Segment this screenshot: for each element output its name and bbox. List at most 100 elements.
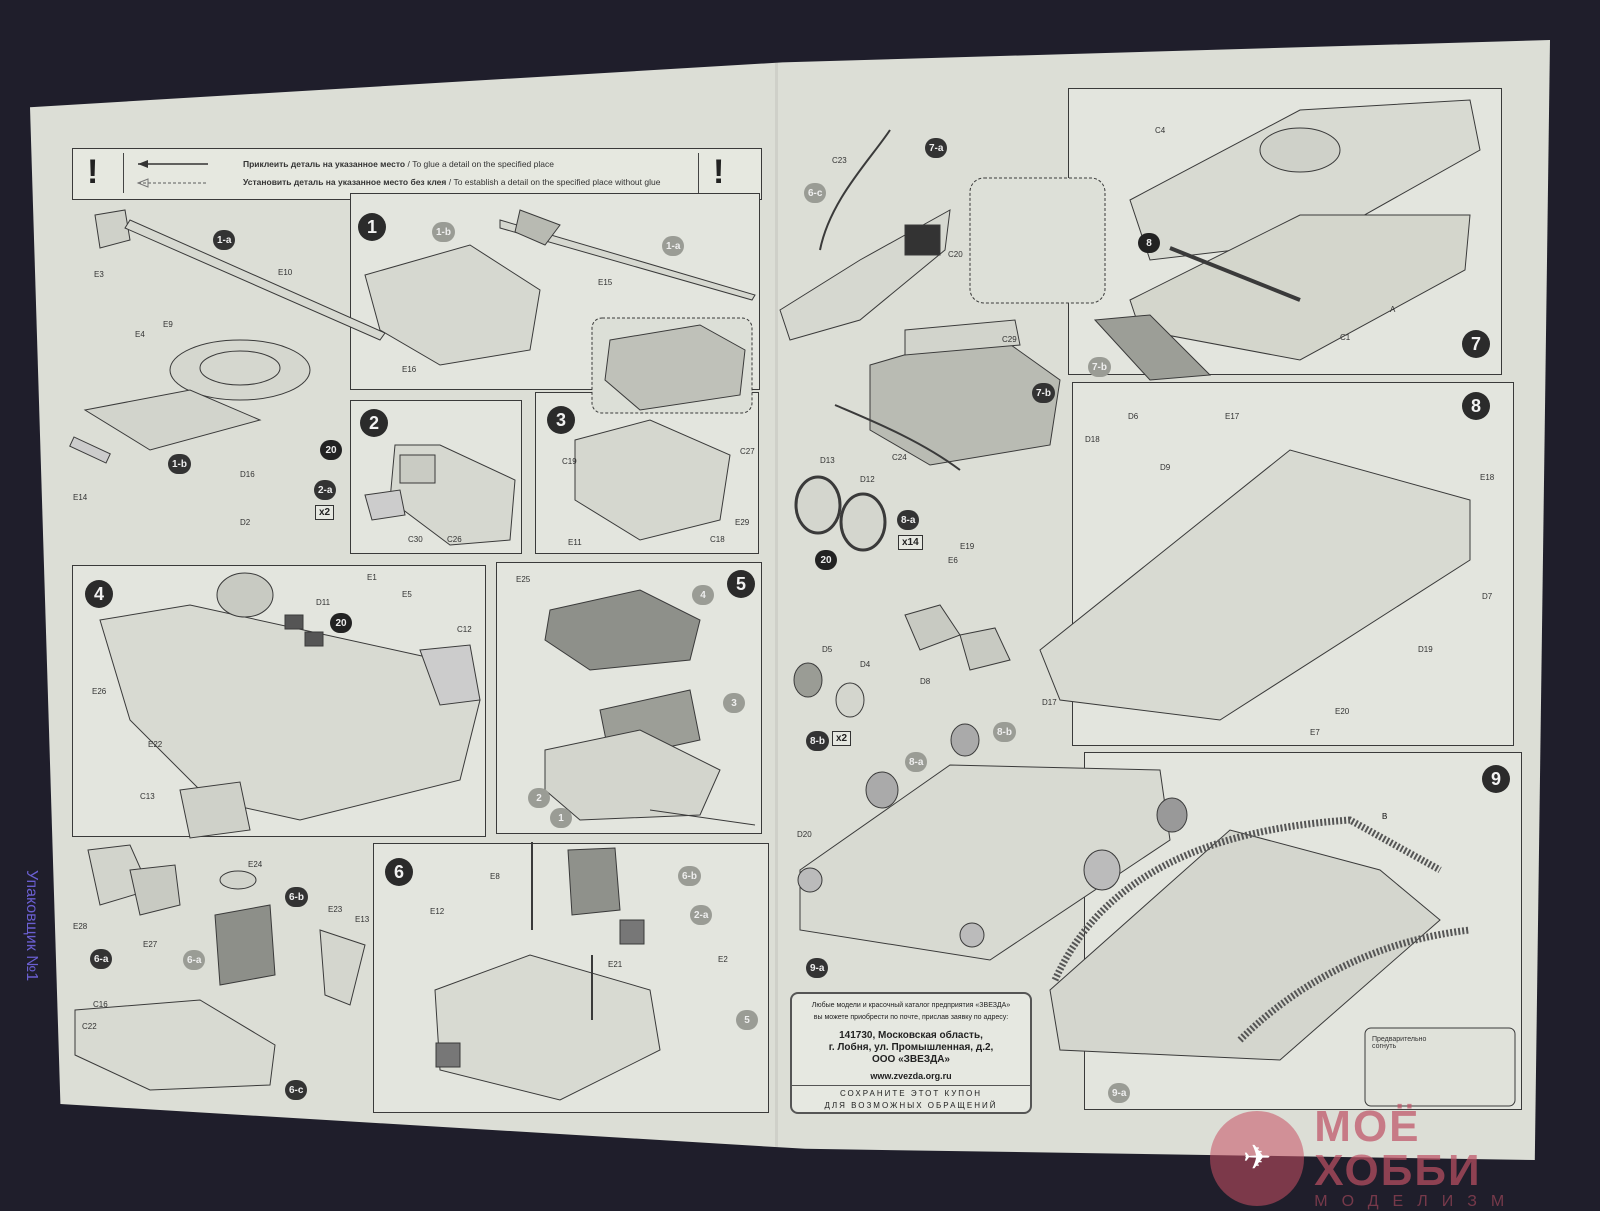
part-label: D2 xyxy=(240,518,251,527)
part-ref: 9-a xyxy=(1108,1083,1131,1103)
multiplier-x14: x14 xyxy=(898,535,923,550)
part-label: D11 xyxy=(316,598,331,607)
part-label: D19 xyxy=(1418,645,1433,654)
step-9-number: 9 xyxy=(1482,765,1510,793)
part-ref: 1 xyxy=(550,808,572,828)
airplane-icon: ✈ xyxy=(1210,1110,1305,1206)
part-label: C22 xyxy=(82,1022,97,1031)
glue-mark-right: ! xyxy=(713,153,725,191)
part-label: E14 xyxy=(73,493,88,502)
part-label: C27 xyxy=(740,447,755,456)
substep-8a: 8-a xyxy=(897,510,920,530)
substep-9a: 9-a xyxy=(806,958,829,978)
substep-8b: 8-b xyxy=(806,731,829,751)
part-label: E22 xyxy=(148,740,163,749)
part-label: C26 xyxy=(447,535,462,544)
step-5-number: 5 xyxy=(727,570,755,598)
part-label: C16 xyxy=(93,1000,108,1009)
badge-20-b: 20 xyxy=(330,613,352,633)
part-label: D7 xyxy=(1482,592,1493,601)
part-label: E26 xyxy=(92,687,107,696)
part-label: E1 xyxy=(367,573,377,582)
part-ref: 1-b xyxy=(432,222,455,242)
substep-1b: 1-b xyxy=(168,454,191,474)
packer-stamp: Упаковщик №1 xyxy=(23,870,40,982)
substep-6c: 6-c xyxy=(285,1080,308,1100)
part-label: E19 xyxy=(960,542,975,551)
part-label: D16 xyxy=(240,470,255,479)
part-label: E7 xyxy=(1310,728,1320,737)
step-7-number: 7 xyxy=(1462,330,1490,358)
part-ref: 2-a xyxy=(690,905,713,925)
substep-7a: 7-a xyxy=(925,138,948,158)
part-label: C4 xyxy=(1155,126,1166,135)
part-label: E13 xyxy=(355,915,370,924)
part-label: D8 xyxy=(920,677,931,686)
part-label: E3 xyxy=(94,270,104,279)
badge-20: 20 xyxy=(320,440,342,460)
part-label: A xyxy=(1390,305,1396,314)
badge-20-c: 20 xyxy=(815,550,837,570)
part-label: C20 xyxy=(948,250,963,259)
part-label: D18 xyxy=(1085,435,1100,444)
part-label: D13 xyxy=(820,456,835,465)
part-label: D6 xyxy=(1128,412,1139,421)
part-label: C23 xyxy=(832,156,847,165)
step-4-number: 4 xyxy=(85,580,113,608)
part-label: E23 xyxy=(328,905,343,914)
part-label: E21 xyxy=(608,960,623,969)
substep-6b: 6-b xyxy=(285,887,308,907)
glue-line: Приклеить деталь на указанное место / To… xyxy=(243,159,554,169)
step-6-number: 6 xyxy=(385,858,413,886)
part-label: C13 xyxy=(140,792,155,801)
part-label: E18 xyxy=(1480,473,1495,482)
arrow-icon xyxy=(136,160,208,188)
part-label: E16 xyxy=(402,365,417,374)
mail-order-coupon: Любые модели и красочный каталог предпри… xyxy=(790,992,1032,1114)
part-label: E20 xyxy=(1335,707,1350,716)
part-ref: 3 xyxy=(723,693,745,713)
part-label: C1 xyxy=(1340,333,1351,342)
part-label: D4 xyxy=(860,660,871,669)
watermark-title: МОЁ ХОББИ xyxy=(1314,1102,1482,1195)
part-label: E17 xyxy=(1225,412,1240,421)
substep-1a: 1-a xyxy=(213,230,236,250)
part-label: E11 xyxy=(568,538,582,547)
part-label: C12 xyxy=(457,625,472,634)
part-label: D12 xyxy=(860,475,875,484)
substep-7b: 7-b xyxy=(1032,383,1055,403)
step-8-number: 8 xyxy=(1462,392,1490,420)
part-label: D9 xyxy=(1160,463,1171,472)
part-label: E2 xyxy=(718,955,728,964)
part-label: E29 xyxy=(735,518,750,527)
part-ref: 8-b xyxy=(993,722,1016,742)
step-2-number: 2 xyxy=(360,409,388,437)
watermark-subtitle: МОДЕЛИЗМ xyxy=(1314,1193,1519,1210)
part-ref: 6-a xyxy=(183,950,206,970)
part-label: C30 xyxy=(408,535,423,544)
part-ref: 6-b xyxy=(678,866,701,886)
part-label: C29 xyxy=(1002,335,1017,344)
part-label: E28 xyxy=(73,922,88,931)
part-ref: 1-a xyxy=(662,236,685,256)
noglue-line: Установить деталь на указанное место без… xyxy=(243,177,661,187)
part-label: E5 xyxy=(402,590,412,599)
glue-legend: ! ! Приклеить деталь на указанное место … xyxy=(72,148,762,200)
part-ref: 6-c xyxy=(804,183,827,203)
part-ref: 2 xyxy=(528,788,550,808)
substep-2a: 2-a xyxy=(314,480,337,500)
part-ref: 5 xyxy=(736,1010,758,1030)
part-label: E4 xyxy=(135,330,145,339)
part-label: C18 xyxy=(710,535,725,544)
part-label: D17 xyxy=(1042,698,1057,707)
part-ref: 7-b xyxy=(1088,357,1111,377)
part-label: E9 xyxy=(163,320,173,329)
part-label: E27 xyxy=(143,940,158,949)
part-label: E24 xyxy=(248,860,263,869)
part-label: E10 xyxy=(278,268,293,277)
part-label: E25 xyxy=(516,575,531,584)
part-ref: 4 xyxy=(692,585,714,605)
part-label: E15 xyxy=(598,278,613,287)
multiplier-x2: x2 xyxy=(315,505,335,520)
